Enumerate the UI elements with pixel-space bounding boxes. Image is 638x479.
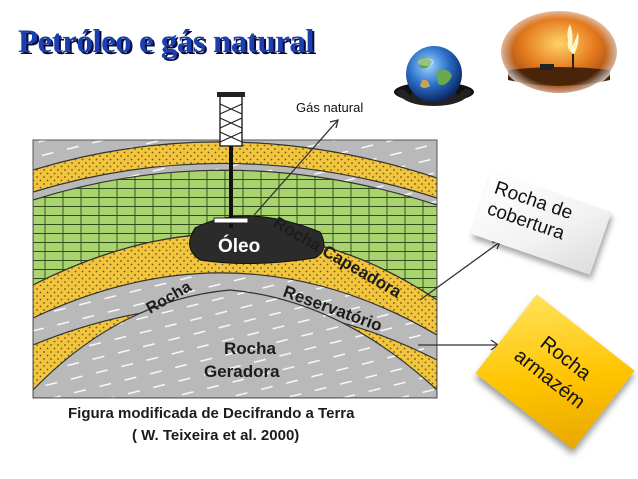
upper-sand-layer — [33, 141, 437, 199]
oil-pocket — [189, 215, 325, 265]
source-rock-layer — [33, 289, 437, 398]
caption-line-1: Figura modificada de Decifrando a Terra — [68, 405, 355, 422]
cover-rock-arrow — [419, 241, 501, 301]
globe-icon — [394, 46, 474, 106]
source-rock-label-2: Geradora — [204, 362, 280, 381]
drilling-rig-icon — [213, 92, 249, 228]
source-rock-label-1: Rocha — [224, 339, 277, 358]
callout-arrows — [247, 119, 501, 351]
gas-arrow — [247, 119, 339, 223]
gas-flare-photo — [500, 10, 618, 94]
oil-label: Óleo — [218, 235, 260, 257]
caption-line-2: ( W. Teixeira et al. 2000) — [132, 427, 299, 444]
slide-title: Petróleo e gás natural — [18, 24, 315, 60]
gas-label: Gás natural — [296, 100, 364, 115]
